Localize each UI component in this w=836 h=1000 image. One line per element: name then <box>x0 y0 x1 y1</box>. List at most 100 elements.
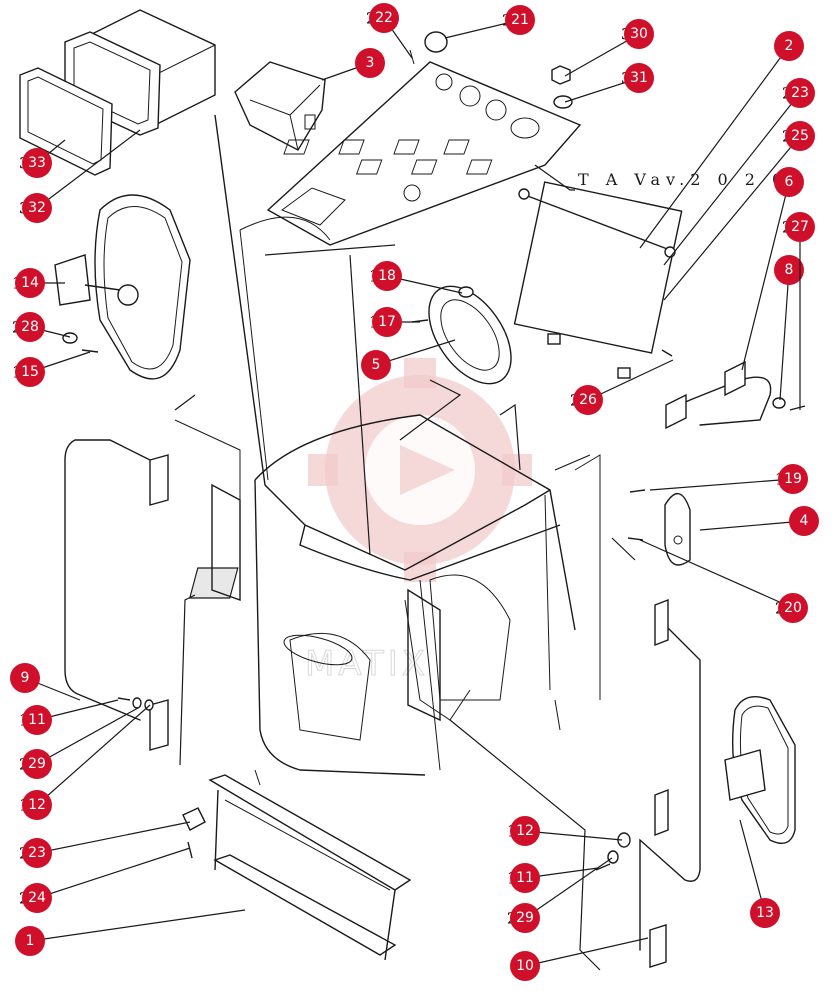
callout-number: 23 <box>791 85 809 101</box>
callout-11-9: 111 <box>19 699 119 735</box>
callout-badge <box>624 63 654 93</box>
grab-handle <box>665 360 772 430</box>
callout-badge <box>573 385 603 415</box>
callout-leader-line <box>779 269 790 401</box>
callout-number: 19 <box>784 471 802 487</box>
callout-leader-line <box>36 821 191 854</box>
callout-leader-line <box>639 539 794 609</box>
control-panel <box>266 61 582 246</box>
callout-badge <box>750 898 780 928</box>
callout-badge <box>22 148 52 178</box>
callout-23-22: 223 <box>663 78 815 266</box>
callout-number: 9 <box>21 670 30 686</box>
callout-number: 22 <box>375 10 393 26</box>
callout-leader-line <box>739 819 766 914</box>
callout-badge <box>774 167 804 197</box>
callout-30-31: 330 <box>564 19 654 77</box>
bolt-27 <box>789 405 806 411</box>
callout-badge <box>789 506 819 536</box>
washer-31 <box>553 95 573 109</box>
callout-badge <box>774 31 804 61</box>
callout-number: 12 <box>516 823 534 839</box>
callout-leader-line <box>36 707 139 765</box>
callout-26-26: 226 <box>570 359 674 415</box>
callout-badge <box>785 121 815 151</box>
operator-seat <box>189 567 511 741</box>
side-handrail-inner <box>211 483 441 722</box>
right-handrail-10 <box>639 598 701 968</box>
cab-frame <box>174 114 601 786</box>
callout-number: 18 <box>378 268 396 284</box>
callout-badge <box>22 193 52 223</box>
callout-leader-line <box>699 520 805 531</box>
washer-8 <box>772 397 786 409</box>
callout-number: 5 <box>372 357 381 373</box>
callout-13-13: 13 <box>739 819 780 928</box>
callout-badge <box>372 261 402 291</box>
callout-3-2: 3 <box>321 48 385 81</box>
callout-number: 29 <box>516 910 534 926</box>
callout-badge <box>15 268 45 298</box>
window-latch <box>627 489 691 566</box>
callout-badge <box>778 593 808 623</box>
callout-badge <box>778 464 808 494</box>
speaker <box>428 285 512 385</box>
callout-leader-line <box>663 135 801 301</box>
callout-29-29: 229 <box>19 707 139 779</box>
callout-8-6: 8 <box>774 255 804 401</box>
callout-badge <box>510 863 540 893</box>
callout-number: 17 <box>378 314 396 330</box>
callout-leader-line <box>649 478 794 491</box>
callout-4-3: 4 <box>699 506 819 536</box>
callout-22-21: 222 <box>366 3 413 59</box>
callout-31-32: 331 <box>564 63 654 103</box>
mirror-bracket-14 <box>54 254 139 306</box>
callout-number: 12 <box>28 797 46 813</box>
knob-21 <box>424 31 448 53</box>
bolt-15 <box>81 349 99 353</box>
washer-28 <box>62 332 78 344</box>
callout-layer: 1234568910111111112112131141151171181192… <box>10 3 819 981</box>
callout-number: 25 <box>791 128 809 144</box>
nut-30 <box>551 65 571 85</box>
callout-leader-line <box>587 359 674 401</box>
callout-badge <box>369 3 399 33</box>
callout-badge <box>510 816 540 846</box>
callout-number: 13 <box>756 905 774 921</box>
callout-number: 6 <box>785 174 794 190</box>
callout-number: 33 <box>28 155 46 171</box>
callout-badge <box>15 926 45 956</box>
callout-leader-line <box>741 181 790 371</box>
callout-leader-line <box>36 847 191 899</box>
callout-badge <box>355 48 385 78</box>
callout-number: 23 <box>28 845 46 861</box>
callout-number: 10 <box>516 958 534 974</box>
washer-29-right <box>607 850 619 864</box>
callout-badge <box>785 212 815 242</box>
callout-badge <box>505 5 535 35</box>
callout-badge <box>510 903 540 933</box>
callout-badge <box>372 307 402 337</box>
callout-number: 30 <box>630 26 648 42</box>
callout-number: 28 <box>21 319 39 335</box>
callout-number: 29 <box>28 756 46 772</box>
callout-number: 2 <box>785 38 794 54</box>
callout-19-18: 119 <box>649 464 808 494</box>
roller-blind <box>513 181 683 379</box>
callout-number: 21 <box>511 12 529 28</box>
callout-leader-line <box>663 92 801 266</box>
callout-badge <box>624 19 654 49</box>
bolt-24 <box>187 841 193 859</box>
callout-33-34: 333 <box>19 139 66 178</box>
callout-2-1: 2 <box>639 31 804 249</box>
callout-9-7: 9 <box>10 663 81 701</box>
callout-15-15: 115 <box>12 351 91 387</box>
callout-badge <box>22 790 52 820</box>
callout-27-27: 227 <box>782 212 815 410</box>
callout-badge <box>22 705 52 735</box>
bolt-11-right <box>595 863 611 871</box>
callout-1: 1 <box>15 909 246 956</box>
callout-18-17: 118 <box>369 261 463 294</box>
callout-23-23: 223 <box>19 821 191 868</box>
